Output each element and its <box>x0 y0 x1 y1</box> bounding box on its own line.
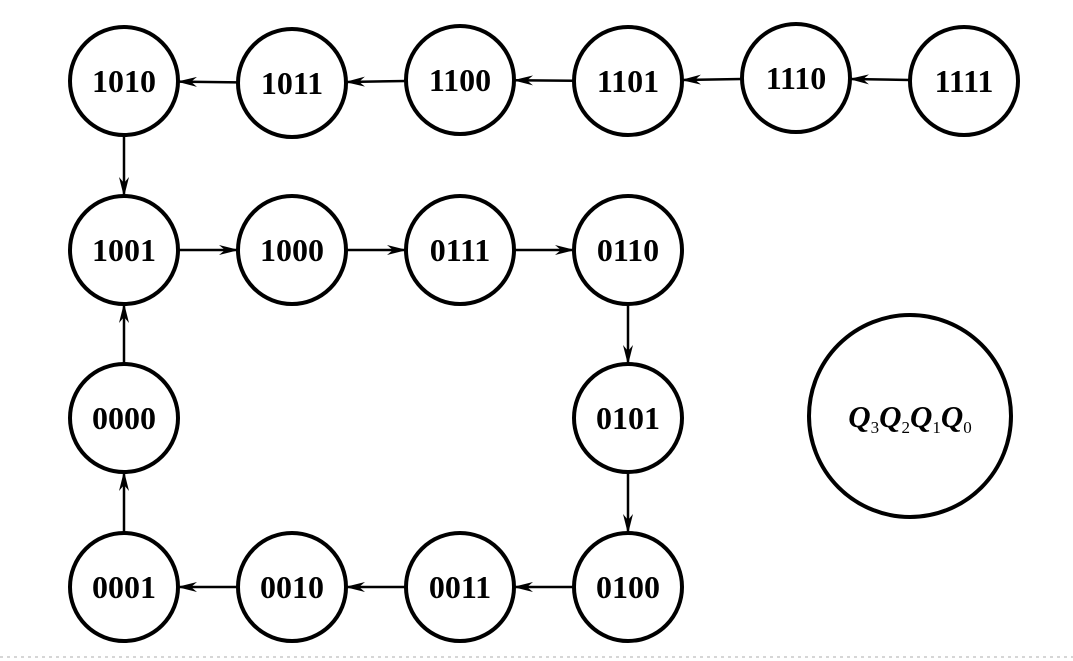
transition-arrow-1011-to-1010 <box>177 76 239 87</box>
state-label: 0101 <box>596 400 660 436</box>
legend-sub-3: 3 <box>871 418 880 437</box>
state-label: 1100 <box>429 62 491 98</box>
state-circle <box>740 22 852 134</box>
state-node-1100: 1100 <box>404 24 516 136</box>
state-label: 1000 <box>260 232 324 268</box>
state-label: 0111 <box>430 232 490 268</box>
legend-var-3: Q <box>848 399 870 434</box>
legend-circle <box>807 313 1013 519</box>
state-circle <box>572 194 684 306</box>
state-label: 0100 <box>596 569 660 605</box>
state-node-0010: 0010 <box>236 531 348 643</box>
state-node-0101: 0101 <box>572 362 684 474</box>
state-circle <box>236 531 348 643</box>
state-circle <box>68 194 180 306</box>
state-circle <box>404 194 516 306</box>
state-node-1111: 1111 <box>908 25 1020 137</box>
state-node-1001: 1001 <box>68 194 180 306</box>
state-label: 0110 <box>597 232 659 268</box>
state-circle <box>68 25 180 137</box>
legend-var-1: Q <box>910 399 932 434</box>
state-node-1000: 1000 <box>236 194 348 306</box>
state-circle <box>572 531 684 643</box>
transitions <box>119 74 911 592</box>
state-circle <box>236 27 348 139</box>
state-node-0011: 0011 <box>404 531 516 643</box>
state-label: 1110 <box>766 60 826 96</box>
state-circle <box>236 194 348 306</box>
state-circle <box>68 362 180 474</box>
transition-arrow-1100-to-1011 <box>345 76 407 87</box>
legend-sub-2: 2 <box>902 418 911 437</box>
state-circle <box>404 531 516 643</box>
transition-arrow-1110-to-1101 <box>681 74 743 85</box>
state-circle <box>68 531 180 643</box>
state-node-1011: 1011 <box>236 27 348 139</box>
state-circle <box>572 362 684 474</box>
legend-var-0: Q <box>941 399 963 434</box>
state-node-0111: 0111 <box>404 194 516 306</box>
state-node-0110: 0110 <box>572 194 684 306</box>
legend-sub-0: 0 <box>963 418 972 437</box>
state-node-1101: 1101 <box>572 25 684 137</box>
state-label: 1010 <box>92 63 156 99</box>
state-label: 0010 <box>260 569 324 605</box>
state-node-0100: 0100 <box>572 531 684 643</box>
state-node-0001: 0001 <box>68 531 180 643</box>
state-node-1110: 1110 <box>740 22 852 134</box>
legend-var-2: Q <box>879 399 901 434</box>
state-node-0000: 0000 <box>68 362 180 474</box>
state-label: 1101 <box>597 63 659 99</box>
legend-label: Q3Q2Q1Q0 <box>848 399 972 437</box>
transition-arrow-1111-to-1110 <box>849 74 911 85</box>
state-label: 1111 <box>935 63 994 99</box>
state-label: 0000 <box>92 400 156 436</box>
state-label: 1011 <box>261 65 323 101</box>
legend-sub-1: 1 <box>932 418 941 437</box>
legend: Q3Q2Q1Q0 <box>807 313 1013 519</box>
state-circle <box>572 25 684 137</box>
state-node-1010: 1010 <box>68 25 180 137</box>
state-label: 1001 <box>92 232 156 268</box>
state-circle <box>404 24 516 136</box>
state-label: 0001 <box>92 569 156 605</box>
state-label: 0011 <box>429 569 491 605</box>
state-circle <box>908 25 1020 137</box>
